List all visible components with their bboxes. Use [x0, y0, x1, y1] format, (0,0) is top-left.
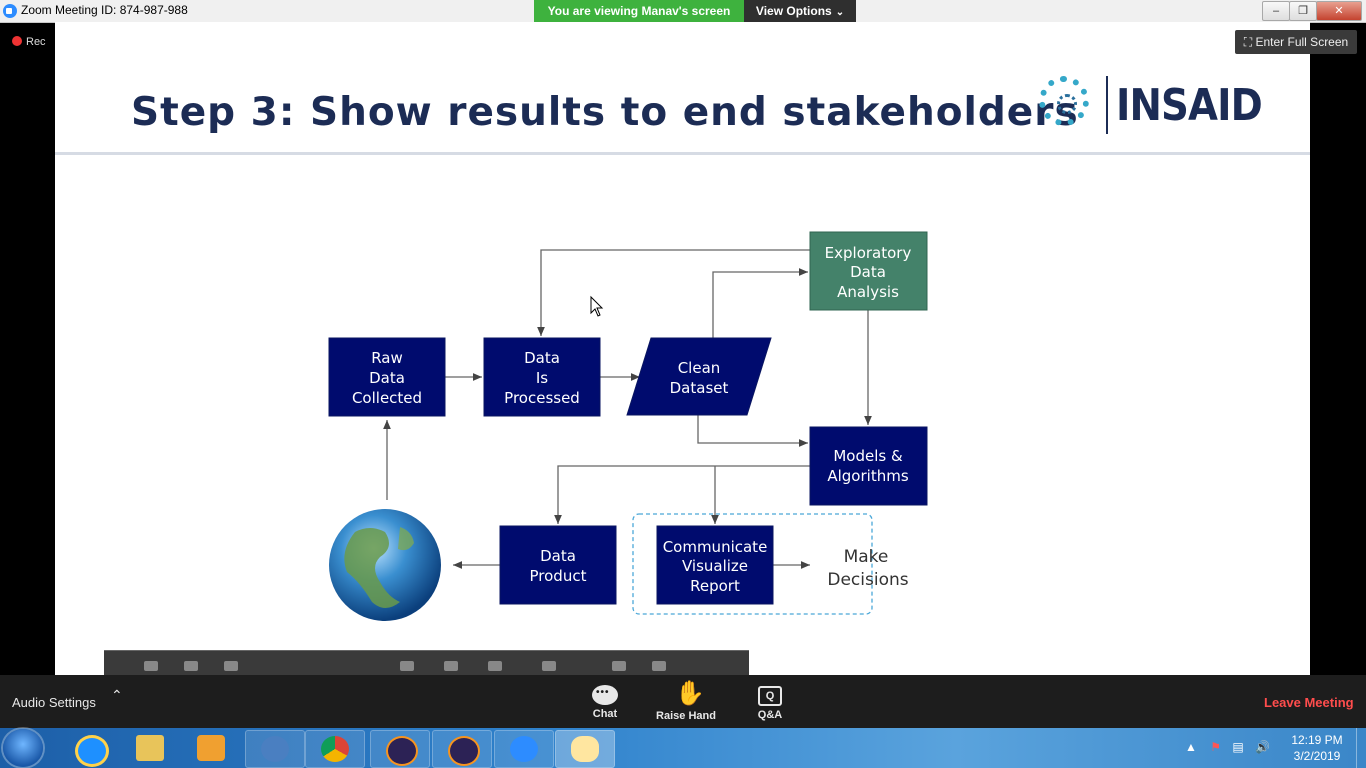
make-decisions-label: Make Decisions	[827, 547, 908, 590]
node-line: Is	[536, 369, 548, 387]
data-science-flow-diagram: Raw Data Collected Data Is Processed Cle…	[328, 231, 928, 621]
recording-label: Rec	[26, 36, 46, 48]
data-processed-node: Data Is Processed	[483, 337, 601, 417]
leave-meeting-button[interactable]: Leave Meeting	[1264, 695, 1354, 710]
node-line: Data	[524, 349, 560, 367]
chrome-icon[interactable]	[305, 730, 365, 768]
slide-title: Step 3: Show results to end stakeholders	[131, 90, 1079, 135]
taskbar-clock[interactable]: 12:19 PM 3/2/2019	[1284, 732, 1350, 764]
show-desktop-button[interactable]	[1356, 728, 1366, 768]
presenter-toolbar	[104, 650, 749, 676]
clock-time: 12:19 PM	[1291, 733, 1343, 747]
window-title-bar: Zoom Meeting ID: 874-987-988 You are vie…	[0, 0, 1366, 23]
qa-label: Q&A	[757, 709, 783, 721]
communicate-visualize-report-node: Communicate Visualize Report	[656, 525, 774, 605]
qa-button[interactable]: Q Q&A	[730, 681, 810, 721]
volume-icon[interactable]	[612, 661, 626, 671]
volume-icon[interactable]: 🔊	[1255, 740, 1270, 754]
node-line: Algorithms	[827, 467, 908, 485]
qa-icon: Q	[758, 686, 782, 706]
chevron-down-icon: ⌄	[835, 7, 845, 18]
notes-icon[interactable]	[400, 661, 414, 671]
minimize-button[interactable]: –	[1262, 1, 1290, 21]
start-button[interactable]	[3, 729, 43, 767]
node-line: Data	[850, 263, 886, 281]
insaid-logo: INSAID	[1037, 74, 1263, 136]
next-slide-icon[interactable]	[224, 661, 238, 671]
meeting-controls-bar: Audio Settings ⌃ Chat ✋ Raise Hand Q Q&A…	[0, 675, 1366, 728]
recording-indicator[interactable]: Rec	[12, 36, 46, 48]
node-line: Data	[540, 547, 576, 565]
pen-icon[interactable]	[488, 661, 502, 671]
node-line: Exploratory	[825, 244, 912, 262]
close-button[interactable]: ✕	[1316, 1, 1362, 21]
network-icon[interactable]: ▤	[1232, 740, 1244, 754]
hand-icon: ✋	[675, 680, 705, 707]
chat-button[interactable]: Chat	[565, 681, 645, 720]
logo-divider	[1106, 76, 1108, 134]
clean-dataset-node: Clean Dataset	[626, 337, 772, 416]
node-line: Models &	[833, 447, 903, 465]
audio-settings-button[interactable]: Audio Settings	[12, 695, 96, 710]
action-center-flag-icon[interactable]: ⚑	[1210, 740, 1221, 754]
full-screen-label: Enter Full Screen	[1255, 35, 1349, 49]
layout-icon[interactable]	[542, 661, 556, 671]
media-player-icon[interactable]	[182, 730, 240, 766]
node-line: Processed	[504, 389, 580, 407]
node-line: Analysis	[837, 283, 899, 301]
system-tray: ▲ ⚑ ▤ 🔊	[1185, 740, 1270, 754]
mouse-cursor-icon	[590, 295, 604, 317]
zoom-app-icon	[3, 4, 17, 18]
raise-hand-button[interactable]: ✋ Raise Hand	[646, 680, 726, 723]
settings-icon[interactable]	[652, 661, 666, 671]
globe-icon	[329, 509, 441, 621]
maximize-button[interactable]: ❐	[1289, 1, 1317, 21]
grid-icon[interactable]	[444, 661, 458, 671]
exploratory-data-analysis-node: Exploratory Data Analysis	[809, 231, 928, 311]
node-line: Product	[530, 567, 587, 585]
view-options-label: View Options	[755, 4, 832, 18]
eclipse-icon[interactable]	[370, 730, 430, 768]
clock-date: 3/2/2019	[1293, 749, 1341, 763]
models-algorithms-node: Models & Algorithms	[809, 426, 928, 506]
raw-data-collected-node: Raw Data Collected	[328, 337, 446, 417]
decision-group-outline	[632, 513, 873, 615]
logo-text: INSAID	[1116, 80, 1263, 131]
node-line: Report	[690, 577, 740, 595]
flow-connectors	[383, 249, 872, 569]
thunderbird-icon[interactable]	[245, 730, 305, 768]
data-product-node: Data Product	[499, 525, 617, 605]
node-line: Dataset	[670, 379, 729, 397]
node-line: Decisions	[827, 570, 908, 590]
node-line: Data	[369, 369, 405, 387]
show-hidden-icons-icon[interactable]: ▲	[1185, 740, 1197, 754]
enter-full-screen-button[interactable]: ⛶ Enter Full Screen	[1235, 30, 1357, 54]
logo-ring-icon	[1039, 76, 1089, 126]
record-icon	[12, 36, 22, 46]
window-title: Zoom Meeting ID: 874-987-988	[21, 3, 188, 17]
raise-hand-label: Raise Hand	[656, 710, 716, 722]
shared-slide: Step 3: Show results to end stakeholders…	[55, 22, 1310, 675]
ie-icon[interactable]	[60, 730, 118, 767]
screen-share-banner: You are viewing Manav's screen	[534, 0, 744, 22]
node-line: Raw	[371, 349, 403, 367]
chat-label: Chat	[592, 708, 618, 720]
caret-up-icon[interactable]: ⌃	[111, 687, 123, 703]
node-line: Communicate	[663, 538, 768, 556]
slide-header	[55, 22, 1310, 155]
eclipse-icon[interactable]	[432, 730, 492, 768]
file-explorer-icon[interactable]	[121, 730, 179, 766]
chat-icon	[592, 685, 618, 705]
node-line: Make	[844, 547, 889, 567]
zoom-icon[interactable]	[494, 730, 554, 768]
view-options-button[interactable]: View Options⌄	[744, 0, 856, 22]
paint-icon[interactable]	[555, 730, 615, 768]
node-line: Clean	[678, 359, 721, 377]
node-line: Visualize	[682, 557, 748, 575]
node-line: Collected	[352, 389, 422, 407]
prev-slide-icon[interactable]	[144, 661, 158, 671]
play-icon[interactable]	[184, 661, 198, 671]
windows-taskbar: ▲ ⚑ ▤ 🔊 12:19 PM 3/2/2019	[0, 728, 1366, 768]
